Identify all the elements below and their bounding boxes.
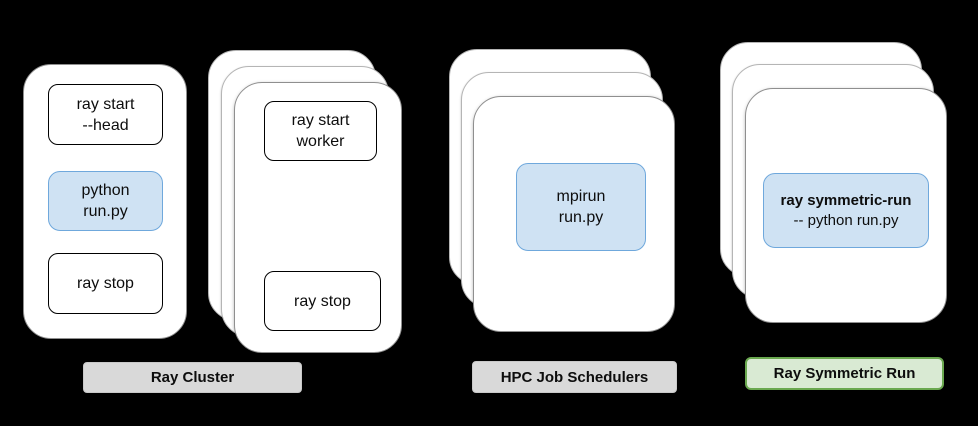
step-line: ray start bbox=[76, 95, 135, 113]
step-line: ray symmetric-run bbox=[780, 191, 912, 209]
step-line: run.py bbox=[558, 209, 604, 226]
step-line: ray start bbox=[291, 112, 350, 129]
step-line: python bbox=[81, 182, 130, 199]
step-ray-start-head: ray start --head bbox=[48, 84, 163, 145]
step-line: ray stop bbox=[294, 292, 351, 310]
step-ray-start-worker: ray start worker bbox=[264, 101, 377, 161]
step-line: -- python run.py bbox=[793, 211, 899, 229]
step-line: mpirun bbox=[556, 188, 606, 205]
head-node-card: ray start --head python run.py ray stop bbox=[23, 64, 187, 339]
worker-node-card: ray start worker ray stop bbox=[234, 82, 402, 353]
step-python-run: python run.py bbox=[48, 171, 163, 231]
label-ray-symmetric-run: Ray Symmetric Run bbox=[745, 357, 944, 390]
step-ray-symmetric-run: ray symmetric-run -- python run.py bbox=[763, 173, 929, 248]
step-mpirun-run: mpirun run.py bbox=[516, 163, 646, 251]
hpc-node-card: mpirun run.py bbox=[473, 96, 675, 332]
step-line: --head bbox=[82, 116, 129, 134]
symmetric-node-card: ray symmetric-run -- python run.py bbox=[745, 88, 947, 323]
step-ray-stop-head: ray stop bbox=[48, 253, 163, 314]
step-line: ray stop bbox=[77, 275, 134, 292]
step-ray-stop-worker: ray stop bbox=[264, 271, 381, 331]
label-ray-cluster: Ray Cluster bbox=[83, 362, 302, 393]
step-line: worker bbox=[296, 133, 345, 150]
label-hpc-job-schedulers: HPC Job Schedulers bbox=[472, 361, 677, 393]
step-line: run.py bbox=[83, 203, 128, 220]
